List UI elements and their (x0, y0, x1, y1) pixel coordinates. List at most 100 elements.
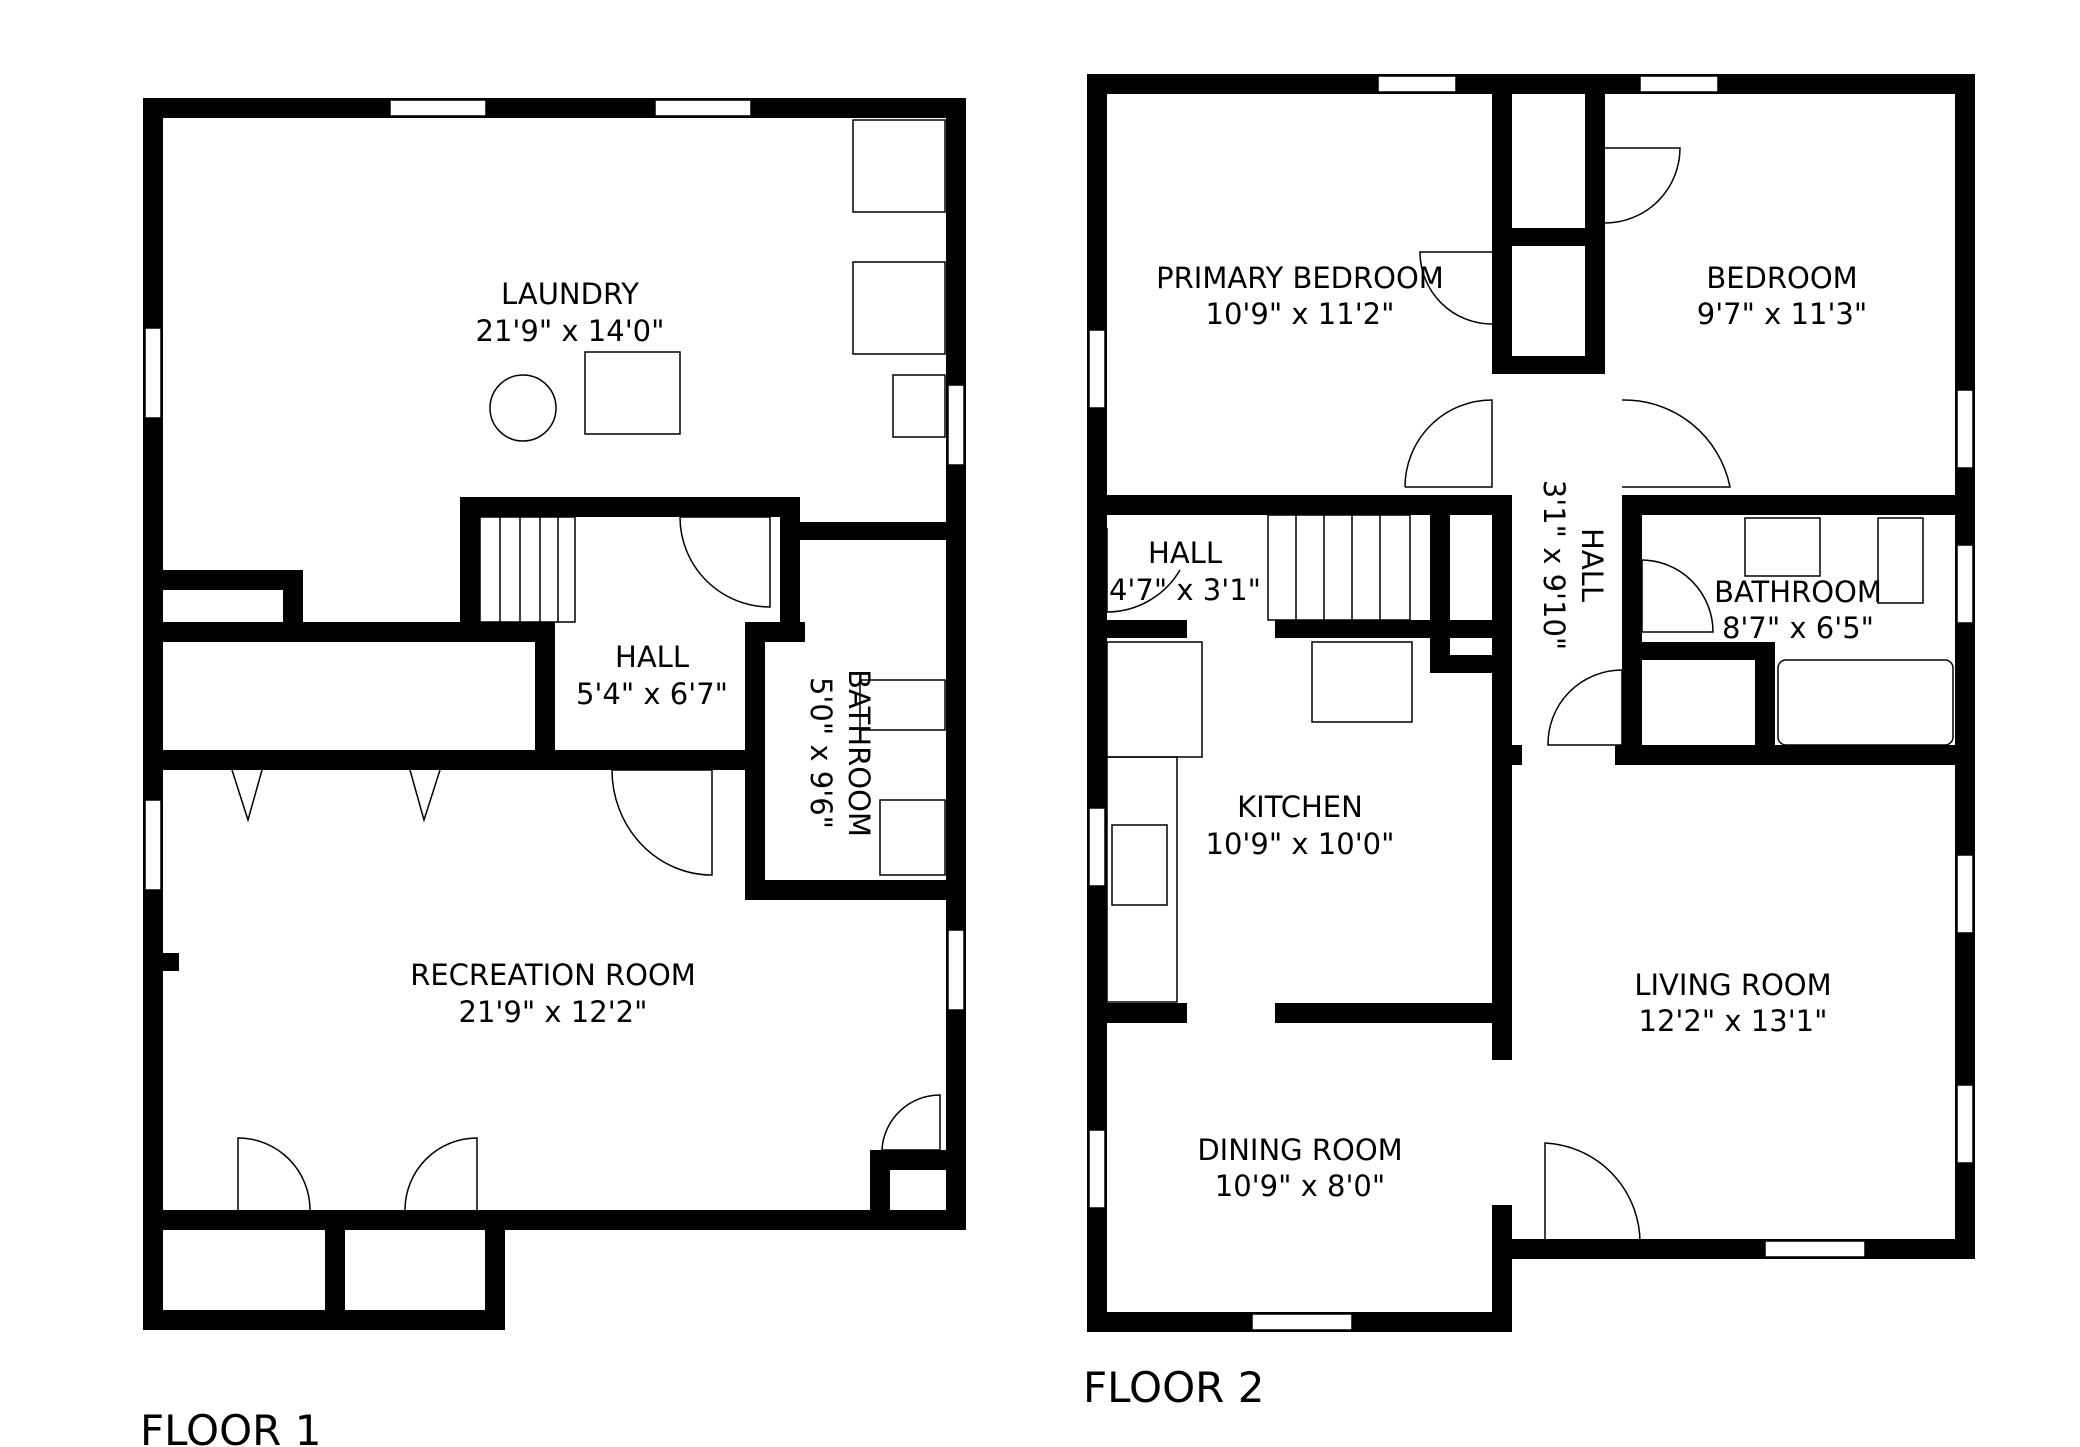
room-dims-bathroom: 5'0" x 9'6" (804, 677, 838, 829)
wall (535, 622, 555, 762)
wall (143, 1310, 505, 1330)
wall (780, 522, 960, 540)
furnace (584, 351, 681, 435)
door-swing (1621, 399, 1731, 488)
room-dims-hall-vertical: 3'1" x 9'10" (1537, 480, 1571, 650)
wall (1512, 1239, 1975, 1259)
window (1764, 1240, 1866, 1258)
door-swing (1604, 147, 1681, 224)
room-name-living: LIVING ROOM (1634, 968, 1831, 1002)
wall (946, 98, 966, 1228)
toilet (1877, 517, 1924, 604)
wall (745, 640, 765, 900)
window (1639, 75, 1719, 93)
room-dims-primary-bedroom: 10'9" x 11'2" (1206, 297, 1395, 331)
wall (1615, 745, 1975, 765)
room-name-hall-vertical: HALL (1575, 528, 1609, 602)
window (1088, 329, 1106, 409)
counter (1106, 641, 1203, 758)
window (144, 327, 162, 419)
room-name-laundry: LAUNDRY (501, 277, 639, 311)
wall (1275, 620, 1492, 638)
door-swing (1106, 528, 1181, 613)
wall (1512, 745, 1522, 765)
wall (780, 497, 800, 622)
wall (745, 622, 805, 642)
door-swing (237, 1137, 311, 1211)
wall (1430, 510, 1450, 670)
room-dims-recreation: 21'9" x 12'2" (459, 995, 648, 1029)
wall (1492, 74, 1512, 374)
bath-sink (1744, 517, 1821, 577)
stairs (479, 516, 576, 623)
window (1088, 807, 1106, 887)
room-dims-laundry: 21'9" x 14'0" (476, 314, 665, 348)
room-dims-hall-small: 4'7" x 3'1" (1109, 573, 1261, 607)
bifold-door (231, 769, 441, 823)
door-swing (881, 1094, 941, 1151)
floor-1-plan (143, 98, 966, 1330)
floor-2-label: FLOOR 2 (1083, 1363, 1264, 1412)
wall (1512, 356, 1605, 374)
door-swing (1419, 251, 1493, 325)
wall (143, 1210, 966, 1230)
wall (1087, 495, 1512, 515)
window (654, 99, 752, 117)
wall (1622, 495, 1642, 747)
door-swing (1544, 1142, 1641, 1246)
kitchen-sink (1111, 824, 1168, 906)
water-heater (489, 374, 557, 442)
floor-1-label: FLOOR 1 (140, 1406, 321, 1447)
room-name-kitchen: KITCHEN (1237, 790, 1363, 824)
room-dims-bedroom: 9'7" x 11'3" (1697, 297, 1867, 331)
room-dims-dining: 10'9" x 8'0" (1215, 1169, 1385, 1203)
room-name-bathroom-2: BATHROOM (1714, 575, 1882, 609)
wall (1512, 228, 1585, 246)
door-swing (1404, 399, 1493, 488)
window (1956, 1084, 1974, 1164)
room-name-bathroom: BATHROOM (842, 669, 876, 837)
wall (1585, 74, 1605, 374)
wall (325, 1210, 345, 1330)
wall (870, 1150, 966, 1170)
door-swing (679, 516, 771, 608)
window (1956, 854, 1974, 934)
window (1956, 389, 1974, 469)
dryer (852, 261, 946, 355)
wall (1755, 642, 1775, 747)
room-dims-kitchen: 10'9" x 10'0" (1206, 827, 1395, 861)
wall (1087, 74, 1975, 94)
door-swing (1641, 559, 1714, 633)
counter (1106, 756, 1178, 1003)
stairs (1267, 514, 1411, 621)
toilet (859, 679, 946, 731)
wall (1622, 642, 1762, 660)
washer (852, 119, 946, 213)
window (1956, 544, 1974, 624)
wall (1492, 515, 1512, 1060)
wall (1492, 1205, 1512, 1215)
wall (1430, 655, 1512, 673)
wall (870, 1150, 890, 1230)
bathtub (1777, 659, 1954, 746)
wall (745, 880, 965, 900)
window (947, 929, 965, 1011)
room-name-recreation: RECREATION ROOM (410, 958, 696, 992)
room-dims-hall: 5'4" x 6'7" (576, 677, 728, 711)
wall (143, 98, 966, 118)
sink (879, 799, 946, 876)
wall (1087, 620, 1187, 638)
room-name-bedroom: BEDROOM (1706, 261, 1857, 295)
room-dims-living: 12'2" x 13'1" (1639, 1004, 1828, 1038)
wall (1622, 495, 1975, 515)
window (947, 384, 965, 466)
wall (143, 750, 763, 770)
wall (143, 622, 553, 642)
wall (163, 953, 179, 971)
wall (460, 497, 480, 642)
door-swing (611, 769, 713, 876)
wall (1087, 1003, 1187, 1023)
wall (1955, 74, 1975, 1259)
wall (485, 1210, 505, 1330)
